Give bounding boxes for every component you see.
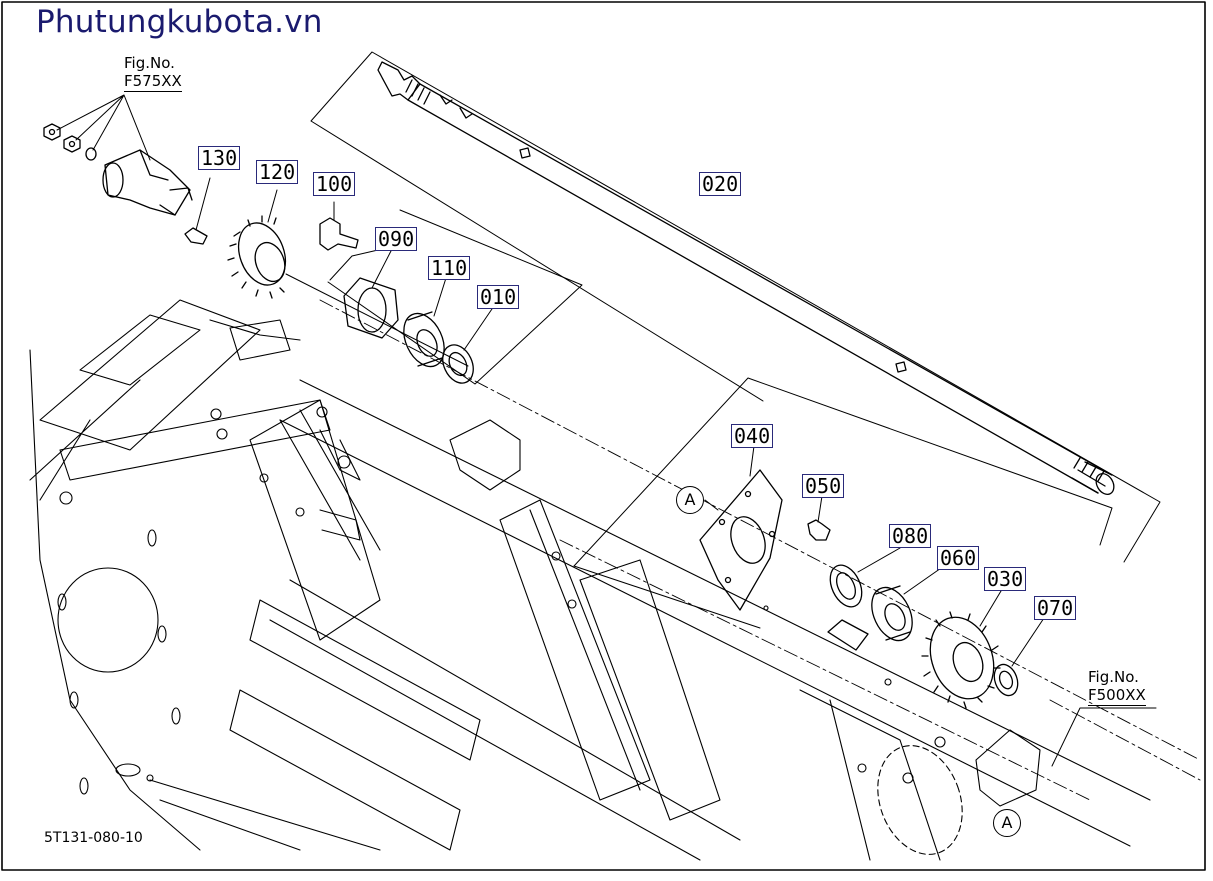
part-label-060[interactable]: 060 — [937, 546, 980, 570]
circlip-070-drawing — [993, 663, 1019, 697]
shim-drawing — [827, 619, 869, 651]
part-label-100[interactable]: 100 — [313, 172, 356, 196]
figure-ref-number: F575XX — [124, 72, 182, 92]
bearing-110-drawing — [403, 311, 445, 368]
bolt-050-drawing — [807, 519, 831, 541]
gear-120-drawing — [227, 215, 287, 299]
flange-090-drawing — [343, 277, 399, 339]
part-label-120[interactable]: 120 — [256, 160, 299, 184]
part-label-070[interactable]: 070 — [1034, 596, 1077, 620]
figure-ref-number: F500XX — [1088, 686, 1146, 706]
part-label-010[interactable]: 010 — [477, 285, 520, 309]
section-marker-a-right: A — [993, 809, 1021, 837]
part-label-040[interactable]: 040 — [731, 424, 774, 448]
washer-080-drawing — [829, 564, 863, 608]
bolt-130-drawing — [184, 227, 208, 245]
part-label-030[interactable]: 030 — [984, 567, 1027, 591]
bolt-100-drawing — [319, 217, 359, 251]
frame-structure-drawing — [29, 299, 1201, 861]
figure-ref-prefix: Fig.No. — [1088, 668, 1139, 686]
figure-ref-prefix: Fig.No. — [124, 54, 175, 72]
part-label-110[interactable]: 110 — [428, 256, 471, 280]
part-label-080[interactable]: 080 — [889, 524, 932, 548]
diagram-code: 5T131-080-10 — [44, 830, 143, 846]
small-fasteners-drawing — [43, 123, 97, 161]
shaft-020-drawing — [377, 61, 1115, 495]
section-marker-a-left: A — [676, 486, 704, 514]
part-label-130[interactable]: 130 — [198, 146, 241, 170]
part-label-090[interactable]: 090 — [375, 227, 418, 251]
watermark-text: Phutungkubota.vn — [36, 4, 323, 40]
figure-ref-f575[interactable]: Fig.No. F575XX — [124, 54, 182, 92]
figure-ref-f500[interactable]: Fig.No. F500XX — [1088, 668, 1146, 706]
gearbox-housing-drawing — [102, 149, 193, 216]
sprocket-030-drawing — [921, 611, 1001, 709]
bearing-060-drawing — [871, 585, 913, 642]
plate-040-drawing — [699, 469, 783, 611]
part-label-050[interactable]: 050 — [802, 474, 845, 498]
part-label-020[interactable]: 020 — [699, 172, 742, 196]
